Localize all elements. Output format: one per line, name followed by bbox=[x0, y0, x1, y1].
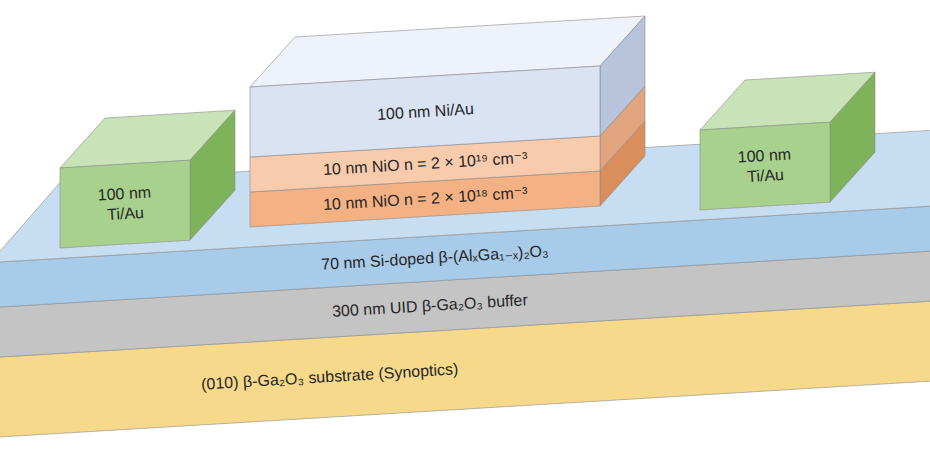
gate-metal-front bbox=[250, 66, 600, 157]
contact-pad: 100 nm Ti/Au bbox=[720, 142, 810, 191]
contact-pad: 100 nm Ti/Au bbox=[80, 180, 170, 229]
gate-metal-side bbox=[600, 16, 645, 136]
layer-label: 100 nm Ni/Au bbox=[376, 99, 474, 125]
contact-pad bbox=[700, 72, 875, 210]
layer-label: 100 nm Ti/Au bbox=[80, 181, 170, 226]
contact-pad-front bbox=[700, 122, 830, 210]
gate-metal bbox=[250, 16, 645, 157]
contact-pad-front bbox=[60, 160, 190, 248]
contact-pad bbox=[60, 110, 235, 248]
layer-label: 100 nm Ti/Au bbox=[720, 143, 810, 188]
contact-pad-side bbox=[190, 110, 235, 240]
contact-pad-side bbox=[830, 72, 875, 202]
